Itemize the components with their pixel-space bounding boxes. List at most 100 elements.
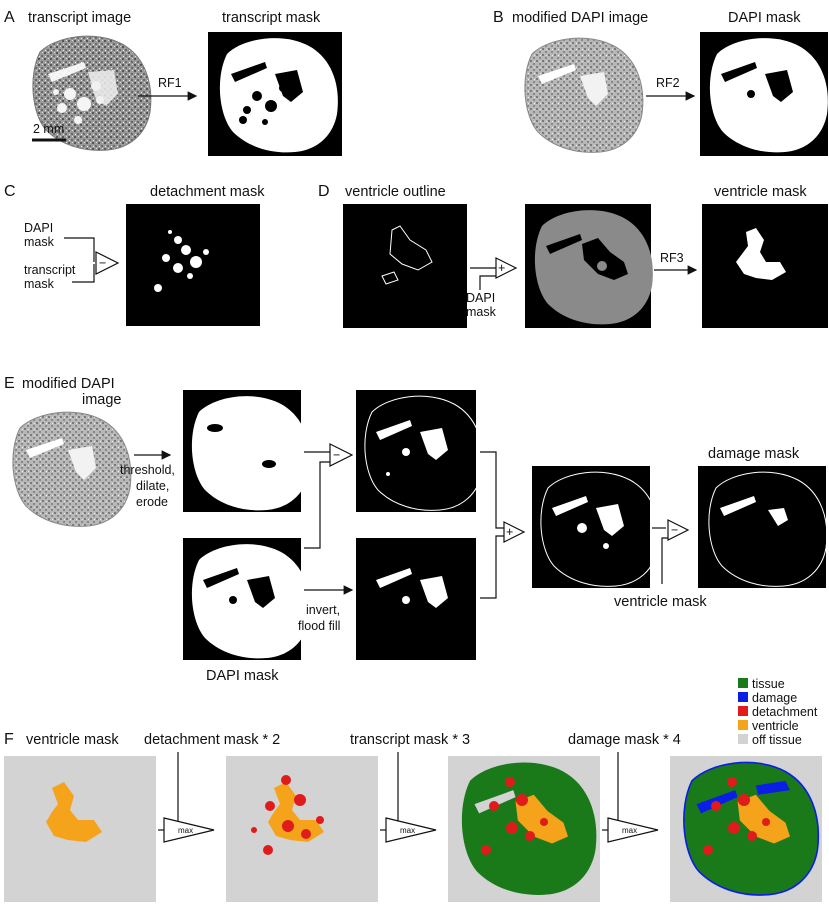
legend-item-tissue: tissue [738, 677, 785, 691]
f-detachment-title: detachment mask * 2 [144, 732, 280, 748]
damage-mask [698, 466, 828, 588]
c-input-bottom-2: mask [24, 277, 55, 291]
e-difference-image [356, 390, 484, 512]
ventricle-combined [525, 204, 653, 328]
e-connector-4 [480, 535, 504, 599]
transcript-image [32, 35, 152, 151]
ventricle-mask-d [702, 204, 828, 328]
panel-b-label: B [493, 9, 504, 26]
f-transcript-map [448, 756, 600, 902]
e-connector-6 [661, 537, 670, 584]
rf2-label: RF2 [656, 76, 680, 90]
d-input-2: mask [466, 305, 497, 319]
panel-a-label: A [4, 9, 15, 26]
d-operator-triangle [495, 257, 518, 279]
legend-item-detachment: detachment [738, 705, 818, 719]
e-op-plus: + [506, 525, 513, 539]
f-max-3: max [622, 826, 637, 835]
panel-d-label: D [318, 183, 330, 200]
e-modified-dapi-2: image [82, 392, 122, 408]
e-step-3: erode [136, 495, 168, 509]
transcript-mask-title: transcript mask [222, 10, 321, 26]
panel-e: E modified DAPI image threshold, dilate,… [4, 375, 828, 684]
f-max-1-triangle [163, 817, 215, 843]
modified-dapi-image [524, 37, 644, 153]
transcript-image-title: transcript image [28, 10, 131, 26]
f-max-1: max [178, 826, 193, 835]
panel-c-label: C [4, 183, 16, 200]
svg-text:ventricle: ventricle [752, 719, 799, 733]
e-modified-dapi-image [12, 411, 132, 527]
e-invert-1: invert, [306, 603, 340, 617]
d-connector-bottom [479, 275, 496, 290]
e-threshold-mask [183, 390, 310, 512]
c-connector-top [64, 237, 95, 262]
f-damage-map [670, 756, 822, 902]
legend-item-damage: damage [738, 691, 797, 705]
e-ventricle-mask-label: ventricle mask [614, 594, 707, 610]
f-ventricle-map [4, 756, 156, 902]
e-sum-image [532, 466, 660, 588]
d-operator: + [498, 261, 505, 275]
scale-bar-label: 2 mm [33, 122, 64, 136]
c-input-top-2: mask [24, 235, 55, 249]
panel-f-label: F [4, 731, 14, 748]
legend: tissue damage detachment ventricle off t… [738, 677, 818, 747]
legend-item-ventricle: ventricle [738, 719, 799, 733]
e-op-plus-triangle [503, 521, 526, 543]
svg-text:detachment: detachment [752, 705, 818, 719]
damage-mask-title: damage mask [708, 446, 800, 462]
f-connector-2 [397, 752, 410, 831]
panel-f: F ventricle mask detachment mask * 2 tra… [4, 677, 822, 902]
ventricle-mask-title-d: ventricle mask [714, 184, 807, 200]
f-connector-1 [177, 752, 188, 831]
dapi-mask-title: DAPI mask [728, 10, 801, 26]
f-detachment-map [226, 756, 378, 902]
e-dapi-mask-label: DAPI mask [206, 668, 279, 684]
svg-text:off tissue: off tissue [752, 733, 802, 747]
rf1-label: RF1 [158, 76, 182, 90]
c-connector-bottom [72, 264, 95, 283]
e-step-2: dilate, [136, 479, 169, 493]
modified-dapi-image-title: modified DAPI image [512, 10, 648, 26]
e-op-minus-1: − [333, 448, 340, 462]
f-transcript-title: transcript mask * 3 [350, 732, 470, 748]
panel-d: D ventricle outline ventricle mask + DAP… [318, 183, 828, 328]
detachment-mask-title: detachment mask [150, 184, 265, 200]
e-inverted-image [356, 538, 476, 660]
rf3-label: RF3 [660, 251, 684, 265]
e-op-minus-2-triangle [667, 519, 690, 541]
f-max-2: max [400, 826, 415, 835]
svg-text:tissue: tissue [752, 677, 785, 691]
e-invert-2: flood fill [298, 619, 340, 633]
transcript-mask [208, 32, 342, 156]
e-step-1: threshold, [120, 463, 175, 477]
f-ventricle-mask-title: ventricle mask [26, 732, 119, 748]
f-max-2-triangle [385, 817, 437, 843]
f-damage-title: damage mask * 4 [568, 732, 681, 748]
e-dapi-mask [183, 538, 310, 660]
e-op-minus-2: − [671, 523, 678, 537]
ventricle-outline-title: ventricle outline [345, 184, 446, 200]
c-input-top-1: DAPI [24, 221, 53, 235]
panel-a: A transcript image transcript mask 2 mm … [4, 9, 342, 156]
c-operator: − [99, 256, 106, 270]
ventricle-outline [343, 204, 467, 328]
detachment-mask [126, 204, 260, 326]
panel-c: C detachment mask DAPI mask transcript m… [4, 183, 265, 326]
f-max-3-triangle [607, 817, 659, 843]
c-operator-triangle [95, 251, 120, 275]
f-connector-3 [617, 752, 630, 831]
c-input-bottom-1: transcript [24, 263, 76, 277]
e-op-minus-1-triangle [329, 443, 354, 467]
e-connector-3 [480, 451, 504, 529]
e-modified-dapi-1: modified DAPI [22, 376, 115, 392]
dapi-mask-b [700, 32, 828, 156]
panel-e-label: E [4, 375, 15, 392]
d-input-1: DAPI [466, 291, 495, 305]
svg-text:damage: damage [752, 691, 797, 705]
e-connector-2 [304, 461, 330, 549]
panel-b: B modified DAPI image DAPI mask RF2 [493, 9, 828, 156]
legend-item-off-tissue: off tissue [738, 733, 802, 747]
